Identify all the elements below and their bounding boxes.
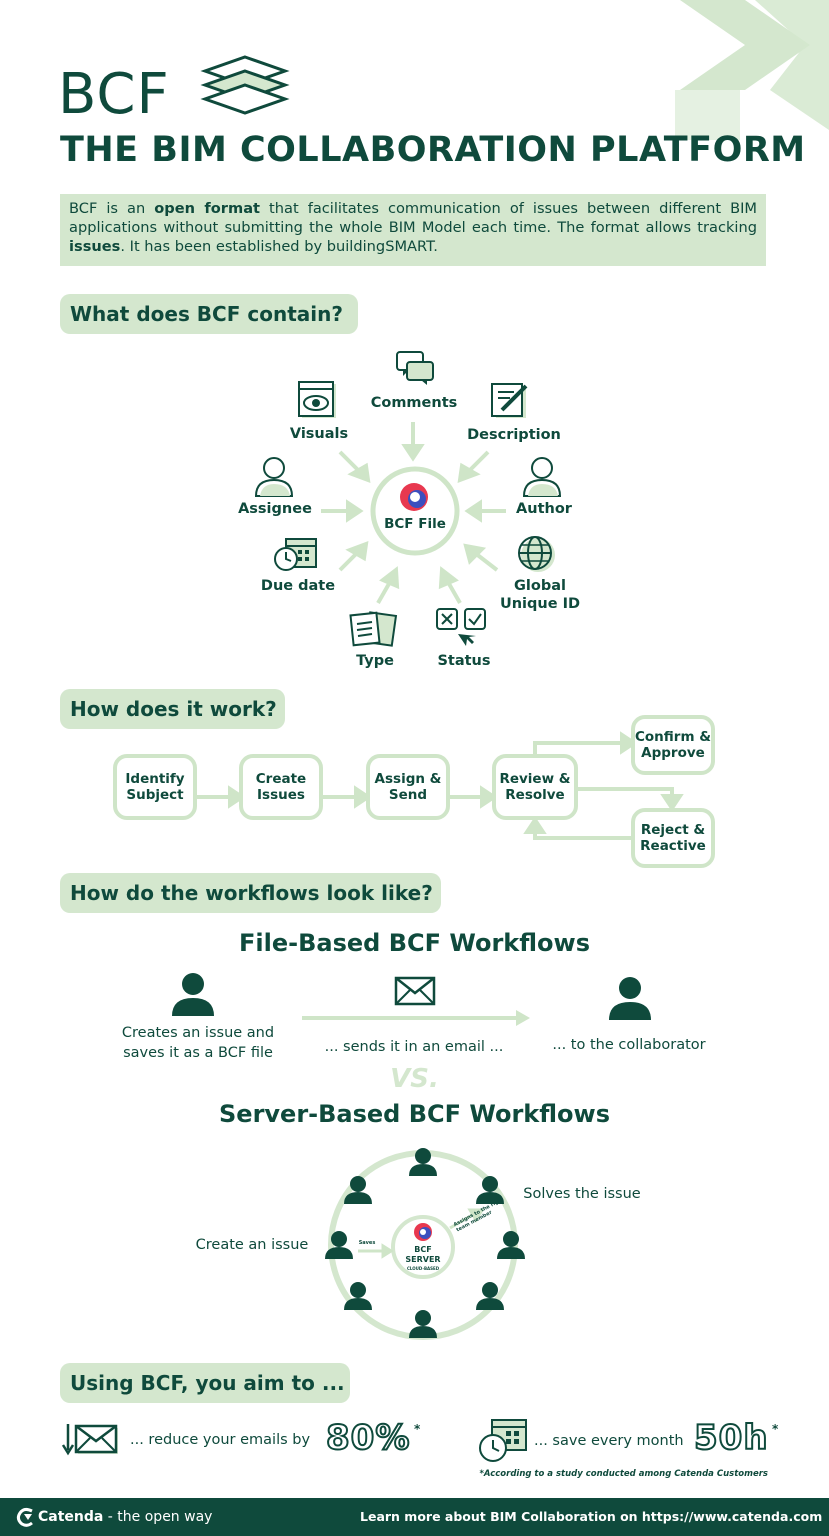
step-reject-reactive: Reject &Reactive <box>631 808 715 868</box>
vs-text: VS. <box>390 1064 439 1094</box>
workflow-arrows <box>196 731 684 840</box>
aim-emails-asterisk: * <box>414 1422 421 1436</box>
status-label: Status <box>437 653 491 669</box>
assignee-label: Assignee <box>238 501 312 517</box>
intro-text: BCF is an open format that facilitates c… <box>60 194 766 266</box>
globe-icon <box>518 536 555 572</box>
server-based-title: Server-Based BCF Workflows <box>219 1100 610 1128</box>
visuals-label: Visuals <box>289 426 349 442</box>
step-confirm-approve: Confirm &Approve <box>631 715 715 775</box>
description-label: Description <box>467 427 561 443</box>
bcf-file-label: BCF File <box>384 516 446 532</box>
step-assign-send: Assign &Send <box>366 754 450 820</box>
step-review-resolve: Review &Resolve <box>492 754 578 820</box>
email-reduce-icon <box>61 1424 118 1456</box>
aim-save-text: ... save every month <box>534 1433 684 1449</box>
file-step-collaborator: ... to the collaborator <box>552 1037 706 1053</box>
due-date-label: Due date <box>260 578 336 594</box>
layers-icon <box>200 55 290 115</box>
guid-label-line2: Unique ID <box>499 596 581 612</box>
server-create-label: Create an issue <box>195 1237 309 1253</box>
section-heading-work: How does it work? <box>60 689 285 729</box>
assignee-icon <box>254 457 294 497</box>
person-icon <box>172 973 214 1016</box>
bcf-logo-icon <box>414 1223 432 1241</box>
chevron-decoration <box>675 0 829 140</box>
logo-text: BCF <box>58 62 170 127</box>
email-arrow <box>302 1010 530 1026</box>
footnote: *According to a study conducted among Ca… <box>479 1469 768 1479</box>
author-icon <box>522 457 562 497</box>
aim-emails-value: 80% <box>325 1417 411 1459</box>
footer-brand[interactable]: Catenda - the open way <box>38 1509 213 1525</box>
server-solves-label: Solves the issue <box>523 1186 641 1202</box>
file-step-create-line2: saves it as a BCF file <box>123 1045 273 1061</box>
documents-icon <box>349 611 398 647</box>
file-step-send: ... sends it in an email ... <box>324 1039 504 1055</box>
server-center-line3: CLOUD-BASED <box>406 1266 440 1271</box>
aim-save-asterisk: * <box>772 1422 779 1436</box>
server-saves-label: Saves <box>358 1240 376 1246</box>
description-icon <box>491 383 528 418</box>
comments-icon <box>396 351 434 385</box>
catenda-logo-icon <box>16 1507 33 1527</box>
file-based-title: File-Based BCF Workflows <box>239 929 590 957</box>
status-icon <box>436 608 486 646</box>
server-center-line1: BCF <box>414 1245 432 1254</box>
footer-bar: Catenda - the open way Learn more about … <box>0 1498 829 1536</box>
calendar-clock-icon <box>274 538 317 571</box>
footer-link[interactable]: Learn more about BIM Collaboration on ht… <box>360 1509 823 1524</box>
server-center-line2: SERVER <box>405 1255 441 1264</box>
visuals-icon <box>298 381 336 418</box>
calendar-clock-icon <box>479 1419 527 1462</box>
file-step-create-line1: Creates an issue and <box>121 1025 275 1041</box>
section-heading-contain: What does BCF contain? <box>60 294 358 334</box>
bcf-logo-icon <box>400 483 428 511</box>
author-label: Author <box>516 501 572 517</box>
guid-label-line1: Global <box>514 578 566 594</box>
email-icon <box>394 976 436 1006</box>
page-title: THE BIM COLLABORATION PLATFORM <box>60 130 806 170</box>
section-heading-aim: Using BCF, you aim to ... <box>60 1363 350 1403</box>
server-diagram <box>325 1148 525 1340</box>
section-heading-workflows: How do the workflows look like? <box>60 873 441 913</box>
aim-emails-text: ... reduce your emails by <box>130 1432 311 1448</box>
person-icon <box>609 977 651 1020</box>
contain-diagram <box>321 422 506 604</box>
aim-save-value: 50h <box>693 1417 769 1459</box>
comments-label: Comments <box>370 395 458 411</box>
type-label: Type <box>356 653 394 669</box>
